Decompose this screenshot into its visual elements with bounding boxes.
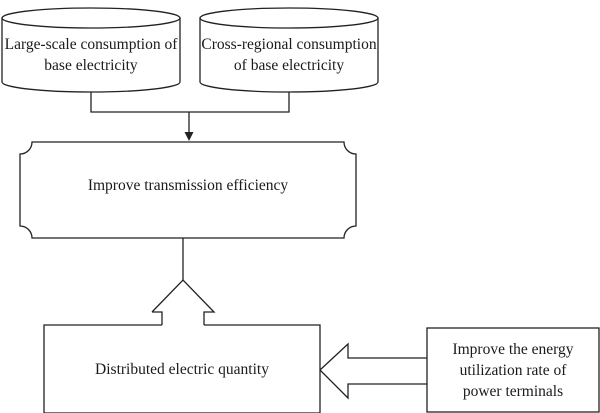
top-right-label-line-1: Cross-regional consumption xyxy=(201,36,377,53)
bottom-right-box-label: Improve the energy utilization rate of p… xyxy=(427,334,599,406)
middle-box-shape xyxy=(19,141,357,239)
top-left-label-line-1: Large-scale consumption of xyxy=(4,36,178,53)
hollow-up-arrow xyxy=(151,279,216,325)
down-arrowhead xyxy=(184,132,194,141)
bottom-right-label-line-2: utilization rate of xyxy=(459,361,567,379)
merge-connector xyxy=(90,92,290,113)
top-right-cylinder-label: Cross-regional consumption of base elect… xyxy=(200,30,378,80)
top-left-cylinder-label: Large-scale consumption of base electric… xyxy=(2,30,180,80)
bottom-left-box-label: Distributed electric quantity xyxy=(44,354,320,384)
bottom-right-label-line-1: Improve the energy xyxy=(452,340,574,358)
hollow-left-arrow xyxy=(319,342,427,400)
bottom-left-label-text: Distributed electric quantity xyxy=(95,360,269,378)
bottom-right-label-line-3: power terminals xyxy=(462,382,564,400)
middle-label-text: Improve transmission efficiency xyxy=(87,176,289,194)
top-right-label-line-2: of base electricity xyxy=(233,57,345,74)
top-left-label-line-2: base electricity xyxy=(44,57,138,74)
bottom-right-box-shape xyxy=(426,327,600,413)
bottom-left-box-shape xyxy=(43,324,321,413)
middle-box-label: Improve transmission efficiency xyxy=(20,170,356,200)
